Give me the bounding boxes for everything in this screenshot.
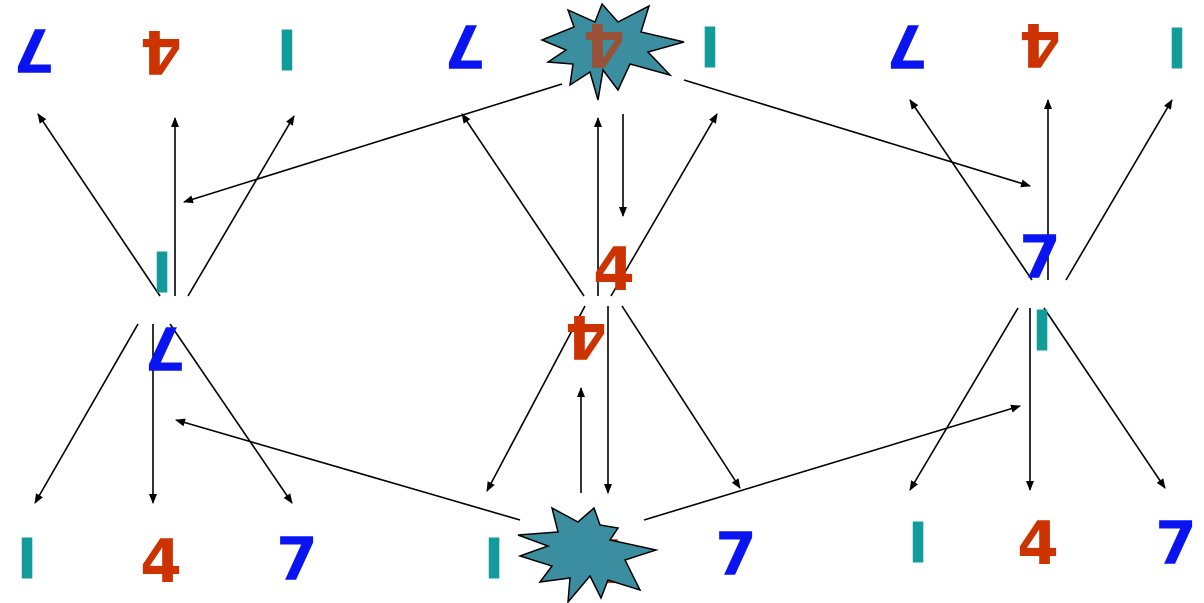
digits: 7 4 I 7 4 I 7 4 I I 7 4 4 7 I I 4 7 I 7 … [13, 9, 1197, 597]
digit-seven: 7 [715, 520, 757, 590]
digit-one-inverted: I [1167, 14, 1188, 79]
arrow [621, 305, 741, 489]
digit-seven: 7 [1019, 223, 1061, 293]
arrow [1065, 99, 1173, 281]
arrow [643, 404, 1021, 521]
digit-four-inverted: 4 [583, 9, 625, 79]
arrow [183, 83, 563, 204]
digit-four: 4 [1017, 509, 1059, 579]
digit-seven-inverted: 7 [13, 14, 55, 84]
digit-one: I [908, 512, 929, 577]
arrow [610, 113, 718, 297]
arrow [34, 323, 139, 504]
arrow [909, 99, 1033, 281]
arrows [34, 79, 1173, 521]
explosion-icon: 4 [540, 2, 685, 101]
explosion-icon: 4 [517, 506, 659, 603]
digit-one-inverted: I [277, 16, 298, 81]
arrow [461, 113, 585, 297]
digit-one: I [152, 242, 173, 307]
arrow [683, 79, 1031, 188]
digit-four-inverted: 4 [1019, 9, 1061, 79]
digit-four: 4 [593, 235, 635, 305]
digit-four: 4 [140, 527, 182, 597]
arrow [187, 115, 295, 297]
arrow [486, 305, 586, 492]
arrow [169, 323, 293, 504]
arrow [175, 418, 521, 521]
arrow [37, 113, 161, 297]
digit-one: I [484, 528, 505, 593]
arrow [909, 307, 1019, 491]
digit-seven-inverted: 7 [444, 10, 486, 80]
digit-seven: 7 [1155, 509, 1197, 579]
digit-one-inverted: I [700, 13, 721, 78]
digit-four-inverted: 4 [565, 301, 607, 371]
digit-seven-inverted: 7 [886, 10, 928, 80]
arrow [1043, 307, 1166, 489]
digit-seven: 7 [276, 525, 318, 595]
digit-one: I [17, 528, 38, 593]
digit-seven-inverted: 7 [144, 312, 186, 382]
digit-four-inverted: 4 [140, 16, 182, 86]
digit-one: I [1032, 300, 1053, 365]
